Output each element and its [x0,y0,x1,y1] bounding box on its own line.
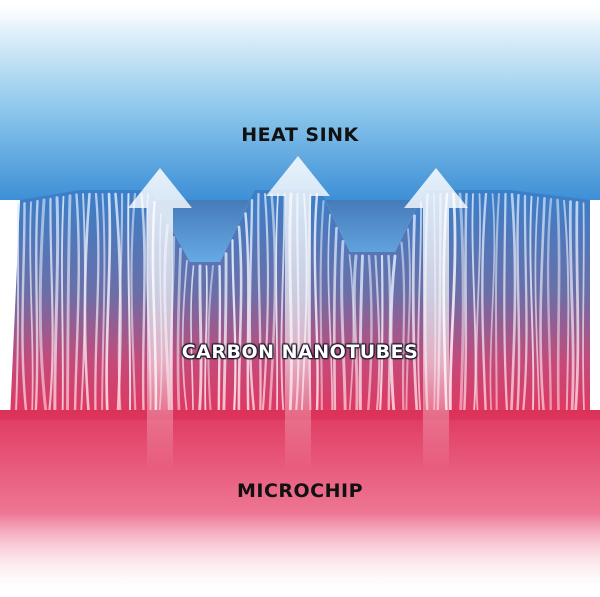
nanotube-strand [53,196,60,420]
nanotube-strand [332,226,338,420]
nanotube-strand [29,201,34,419]
nanotube-strand [411,214,419,420]
nanotube-strand [197,264,203,420]
nanotube-strand [417,201,422,419]
nanotube-strand [176,247,182,420]
nanotube-strand [280,193,286,419]
nanotube-strand [534,196,541,419]
nanotube-strand [21,202,29,420]
nanotube-strand [319,200,325,420]
nanotube-strand [515,193,521,420]
nanotube-strand [582,202,586,419]
nanotube-strand [66,194,72,420]
nanotube-strand [458,192,465,420]
nanotube-strand [529,195,535,419]
nanotube-strand [539,196,546,420]
nanotube-strand [475,193,481,419]
nanotube-strand [327,213,334,419]
nanotube-strand [34,199,39,420]
nanotube-strand [462,192,468,420]
nanotube-strand [248,199,256,420]
nanotube-strand [494,192,501,420]
nanotube-strand [244,212,250,420]
nanotube-strand [204,265,208,419]
nanotube-strand [366,254,373,420]
nanotube-strand [471,193,477,419]
nanotube-strand [481,192,488,420]
nanotube-strand [503,192,509,420]
nanotube-strand [130,192,137,420]
nanotube-strand [546,197,553,420]
carbon-nanotubes [14,192,586,420]
nanotube-strand [190,265,195,419]
arrow-up-icon [266,156,330,470]
nanotube-strand [38,198,49,420]
nanotube-strand [521,194,528,420]
nanotube-strand [509,192,517,420]
nanotube-strand [83,192,91,420]
nanotube-strand [101,193,106,419]
heat-flow-arrows [128,156,468,470]
nanotube-strand [207,264,215,420]
nanotube-strand [448,192,457,420]
nanotube-strand [222,252,228,420]
nanotube-strand [47,197,54,420]
nanotube-strand [313,192,319,420]
nanotube-strand [568,200,575,420]
nanotube-strand [348,254,355,419]
nanotube-strand [14,203,20,419]
nanotube-strand [257,192,262,420]
nanotube-strand [358,254,364,420]
nanotube-strand [237,225,243,420]
nanotube-strand [261,192,270,420]
nanotube-strand [275,193,279,419]
nanotube-strand [73,193,80,420]
nanotube-strand [400,241,406,420]
nanotube-strand [563,199,570,419]
nanotube-strand [352,254,359,420]
nanotube-strand [556,198,561,420]
nanotube-strand [61,195,65,419]
nanotube-strand [405,228,411,419]
nanotube-strand [374,254,381,420]
nanotube-strand [378,254,384,420]
nanotube-strand [340,240,347,420]
nanotube-strand [127,193,132,419]
nanotube-strand [573,201,580,420]
arrow-up-icon [128,168,192,470]
nanotube-strand [489,193,496,419]
nanotube-strand [140,192,146,420]
nanotube-strand [105,192,112,420]
nanotube-strand [268,192,277,420]
arrow-up-icon [404,168,468,470]
nanotube-strand [217,264,222,420]
nanotube-strand [181,259,189,419]
nanotube-strand [231,239,237,420]
nanotube-strand [117,192,124,420]
nanotube-strand [94,192,100,420]
nanotube-strand [389,254,397,420]
